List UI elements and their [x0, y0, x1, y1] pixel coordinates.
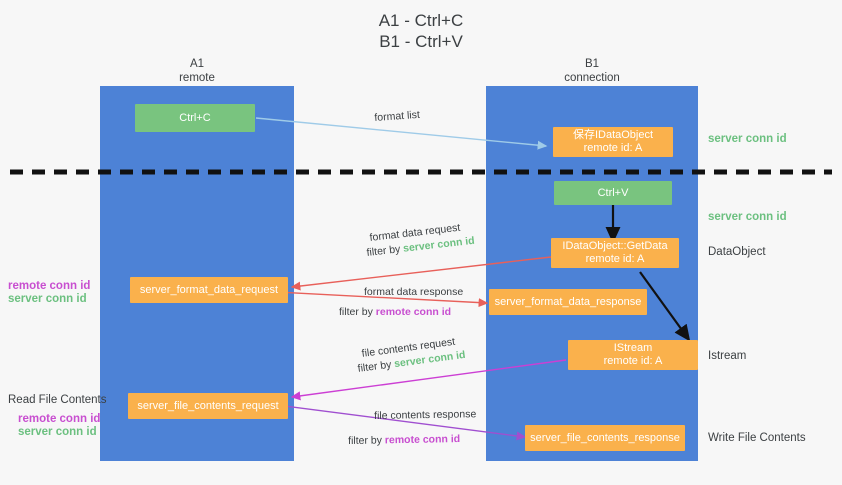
column-a1-name: A1 [189, 58, 205, 70]
box-server-format-data-request[interactable]: server_format_data_request [130, 277, 288, 303]
box-server-file-contents-request-label: server_file_contents_request [137, 399, 279, 412]
left-label-remote-conn-id-1: remote conn id [8, 280, 91, 292]
box-istream-line1: IStream [613, 342, 653, 354]
box-save-idataobject-line1: 保存IDataObject [572, 129, 654, 141]
box-server-file-contents-response-label: server_file_contents_response [530, 431, 680, 444]
column-header-a1: A1 remote [125, 58, 269, 85]
right-label-write-file-contents: Write File Contents [708, 432, 806, 444]
left-label-remote-conn-id-2: remote conn id [18, 413, 101, 425]
box-save-idataobject-line2: remote id: A [583, 142, 643, 154]
filter-prefix-4: filter by [348, 434, 385, 447]
right-label-istream: Istream [708, 350, 747, 362]
edge-label-format-data-response-filter: filter by remote conn id [339, 306, 451, 319]
box-ctrl-c-label: Ctrl+C [179, 111, 211, 124]
filter-prefix-1: filter by [366, 242, 404, 259]
box-server-file-contents-request[interactable]: server_file_contents_request [128, 393, 288, 419]
title-line-1: A1 - Ctrl+C [378, 11, 464, 30]
column-a1-sub: remote [179, 71, 215, 84]
filter-value-remote-conn-id-2: remote conn id [384, 433, 461, 447]
box-server-format-data-request-label: server_format_data_request [139, 283, 279, 296]
right-label-server-conn-id-1: server conn id [708, 133, 787, 145]
box-save-idataobject[interactable]: 保存IDataObject remote id: A [553, 127, 673, 157]
column-b1-name: B1 [584, 58, 600, 70]
filter-value-remote-conn-id-1: remote conn id [375, 306, 452, 318]
left-label-server-conn-id-1: server conn id [8, 293, 87, 305]
page-title: A1 - Ctrl+C B1 - Ctrl+V [0, 10, 842, 52]
box-server-file-contents-response[interactable]: server_file_contents_response [525, 425, 685, 451]
left-label-server-conn-id-2: server conn id [18, 426, 97, 438]
box-idataobject-getdata[interactable]: IDataObject::GetData remote id: A [551, 238, 679, 268]
box-istream[interactable]: IStream remote id: A [568, 340, 698, 370]
filter-prefix-2: filter by [339, 306, 376, 318]
box-idataobject-getdata-line1: IDataObject::GetData [562, 240, 668, 252]
edge-label-file-contents-response: file contents response [374, 408, 477, 422]
box-ctrl-v[interactable]: Ctrl+V [554, 181, 672, 205]
edge-label-format-data-response: format data response [364, 286, 464, 298]
right-label-server-conn-id-2: server conn id [708, 211, 787, 223]
box-ctrl-v-label: Ctrl+V [597, 186, 629, 199]
box-istream-line2: remote id: A [603, 355, 663, 367]
box-ctrl-c[interactable]: Ctrl+C [135, 104, 255, 132]
edge-label-format-list: format list [374, 108, 421, 124]
column-header-b1: B1 connection [520, 58, 664, 85]
left-label-read-file-contents: Read File Contents [8, 394, 107, 406]
right-label-dataobject: DataObject [708, 246, 766, 258]
box-server-format-data-response-label: server_format_data_response [494, 295, 642, 308]
title-line-2: B1 - Ctrl+V [379, 32, 463, 51]
box-server-format-data-response[interactable]: server_format_data_response [489, 289, 647, 315]
box-idataobject-getdata-line2: remote id: A [585, 253, 645, 265]
column-b1-sub: connection [564, 71, 620, 84]
edge-label-file-contents-response-filter: filter by remote conn id [348, 433, 460, 448]
